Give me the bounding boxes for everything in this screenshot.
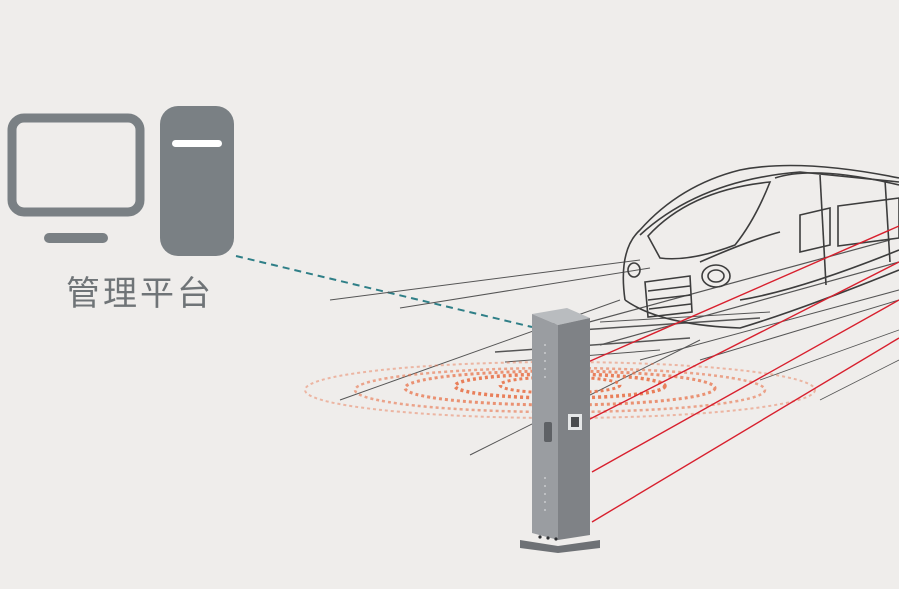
server-tower-icon [160,106,234,256]
sensor-pole [520,308,600,553]
train-outline [622,164,899,329]
laser-beams [587,225,899,523]
platform-link-dashed-line [235,255,533,328]
monitor-icon [7,113,145,243]
management-platform-label: 管理平台 [66,274,214,314]
